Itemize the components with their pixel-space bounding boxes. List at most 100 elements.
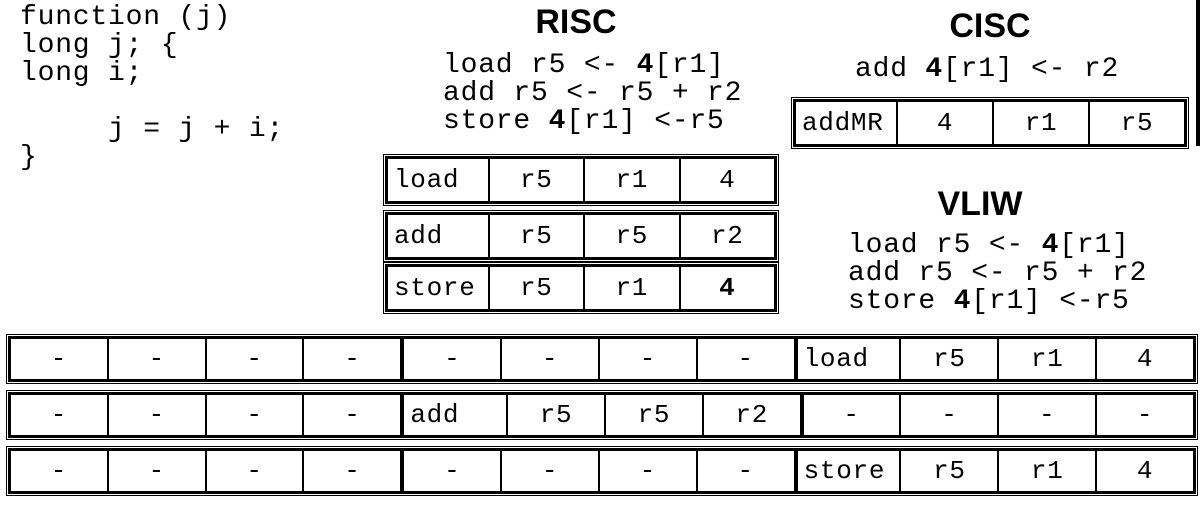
empty-slot-cell: - bbox=[204, 451, 303, 491]
code-line: function (j) bbox=[20, 4, 284, 32]
code-line: store 4[r1] <-r5 bbox=[443, 108, 742, 136]
instruction-cell: r2 bbox=[678, 215, 775, 257]
code-line: } bbox=[20, 144, 284, 172]
code-segment: [r1] bbox=[654, 50, 725, 81]
code-segment: load r5 <- bbox=[443, 50, 637, 81]
code-line bbox=[20, 88, 284, 116]
instruction-cell: r1 bbox=[583, 159, 679, 201]
empty-slot-cell: - bbox=[400, 339, 500, 379]
empty-slot-cell: - bbox=[997, 395, 1095, 435]
instruction-cell: r1 bbox=[992, 102, 1088, 144]
empty-slot-cell: - bbox=[400, 451, 500, 491]
empty-slot-cell: - bbox=[50, 456, 68, 486]
code-line: store 4[r1] <-r5 bbox=[848, 288, 1147, 316]
code-line: add 4[r1] <- r2 bbox=[855, 56, 1119, 84]
code-segment: j = j + i; bbox=[20, 114, 285, 145]
empty-slot-cell: - bbox=[50, 344, 68, 374]
instruction-cell: load bbox=[793, 339, 900, 379]
code-segment: add bbox=[855, 54, 926, 85]
code-segment-emphasized: 4 bbox=[636, 50, 655, 81]
code-segment: add r5 <- r5 + r2 bbox=[848, 258, 1148, 289]
code-line: long j; { bbox=[20, 32, 284, 60]
instruction-cell: r5 bbox=[583, 215, 679, 257]
instruction-cell: r1 bbox=[997, 339, 1095, 379]
instruction-cell: store bbox=[793, 451, 900, 491]
code-segment: add r5 <- r5 + r2 bbox=[443, 78, 743, 109]
instruction-cell: add bbox=[394, 221, 443, 251]
empty-slot-cell: - bbox=[899, 395, 997, 435]
code-segment-emphasized: 4 bbox=[548, 106, 567, 137]
instruction-cell: 4 bbox=[1095, 451, 1193, 491]
code-segment: long i; bbox=[20, 58, 144, 89]
empty-slot-cell: - bbox=[597, 339, 696, 379]
empty-slot-cell: - bbox=[302, 451, 400, 491]
instruction-cell: r5 bbox=[506, 395, 604, 435]
empty-slot-cell: - bbox=[597, 451, 696, 491]
empty-slot-cell: - bbox=[302, 339, 400, 379]
instruction-cell: r5 bbox=[1088, 102, 1184, 144]
instruction-cell: 4 bbox=[1095, 339, 1193, 379]
instruction-cell: r2 bbox=[701, 395, 800, 435]
vliw-heading: VLIW bbox=[937, 185, 1023, 223]
code-segment-emphasized: 4 bbox=[925, 54, 944, 85]
empty-slot-cell: - bbox=[50, 400, 68, 430]
empty-slot-cell: - bbox=[799, 395, 900, 435]
code-segment: function (j) bbox=[20, 2, 232, 33]
instruction-cell: r5 bbox=[899, 339, 997, 379]
empty-slot-cell: - bbox=[302, 395, 400, 435]
instruction-cell: r5 bbox=[603, 395, 702, 435]
cisc-assembly-code: add 4[r1] <- r2 bbox=[855, 56, 1119, 84]
instruction-cell: 4 bbox=[678, 267, 775, 309]
risc-heading: RISC bbox=[535, 3, 617, 41]
code-line: j = j + i; bbox=[20, 116, 284, 144]
code-segment: [r1] <- r2 bbox=[943, 54, 1120, 85]
empty-slot-cell: - bbox=[106, 395, 205, 435]
empty-slot-cell: - bbox=[204, 339, 303, 379]
code-line: load r5 <- 4[r1] bbox=[848, 232, 1147, 260]
empty-slot-cell: - bbox=[106, 339, 205, 379]
code-segment: } bbox=[20, 142, 38, 173]
empty-slot-cell: - bbox=[204, 395, 303, 435]
instruction-cell: r5 bbox=[487, 159, 584, 201]
code-line: add r5 <- r5 + r2 bbox=[443, 80, 742, 108]
code-segment: [r1] <-r5 bbox=[566, 106, 725, 137]
instruction-cell: r1 bbox=[583, 267, 679, 309]
instruction-cell: r1 bbox=[997, 451, 1095, 491]
code-segment: load r5 <- bbox=[848, 230, 1042, 261]
instruction-cell: 4 bbox=[678, 159, 775, 201]
instruction-cell: r5 bbox=[899, 451, 997, 491]
code-line: add r5 <- r5 + r2 bbox=[848, 260, 1147, 288]
code-line: long i; bbox=[20, 60, 284, 88]
instruction-cell: r5 bbox=[487, 267, 584, 309]
code-segment-emphasized: 4 bbox=[1041, 230, 1060, 261]
instruction-cell: 4 bbox=[896, 102, 992, 144]
empty-slot-cell: - bbox=[695, 451, 794, 491]
empty-slot-cell: - bbox=[500, 339, 598, 379]
code-line: load r5 <- 4[r1] bbox=[443, 52, 742, 80]
slide-right-edge-line bbox=[1196, 0, 1200, 146]
instruction-cell: load bbox=[394, 165, 460, 195]
code-segment: [r1] bbox=[1059, 230, 1130, 261]
code-segment-emphasized: 4 bbox=[953, 286, 972, 317]
instruction-cell: store bbox=[394, 273, 476, 303]
code-segment: [r1] <-r5 bbox=[971, 286, 1130, 317]
code-segment: store bbox=[443, 106, 549, 137]
c-source-code: function (j)long j; {long i; j = j + i;} bbox=[20, 4, 284, 172]
code-segment: long j; { bbox=[20, 30, 179, 61]
empty-slot-cell: - bbox=[500, 451, 598, 491]
cisc-heading: CISC bbox=[949, 7, 1031, 45]
empty-slot-cell: - bbox=[1095, 395, 1193, 435]
instruction-cell: addMR bbox=[802, 108, 884, 138]
code-segment: store bbox=[848, 286, 954, 317]
empty-slot-cell: - bbox=[695, 339, 794, 379]
empty-slot-cell: - bbox=[106, 451, 205, 491]
